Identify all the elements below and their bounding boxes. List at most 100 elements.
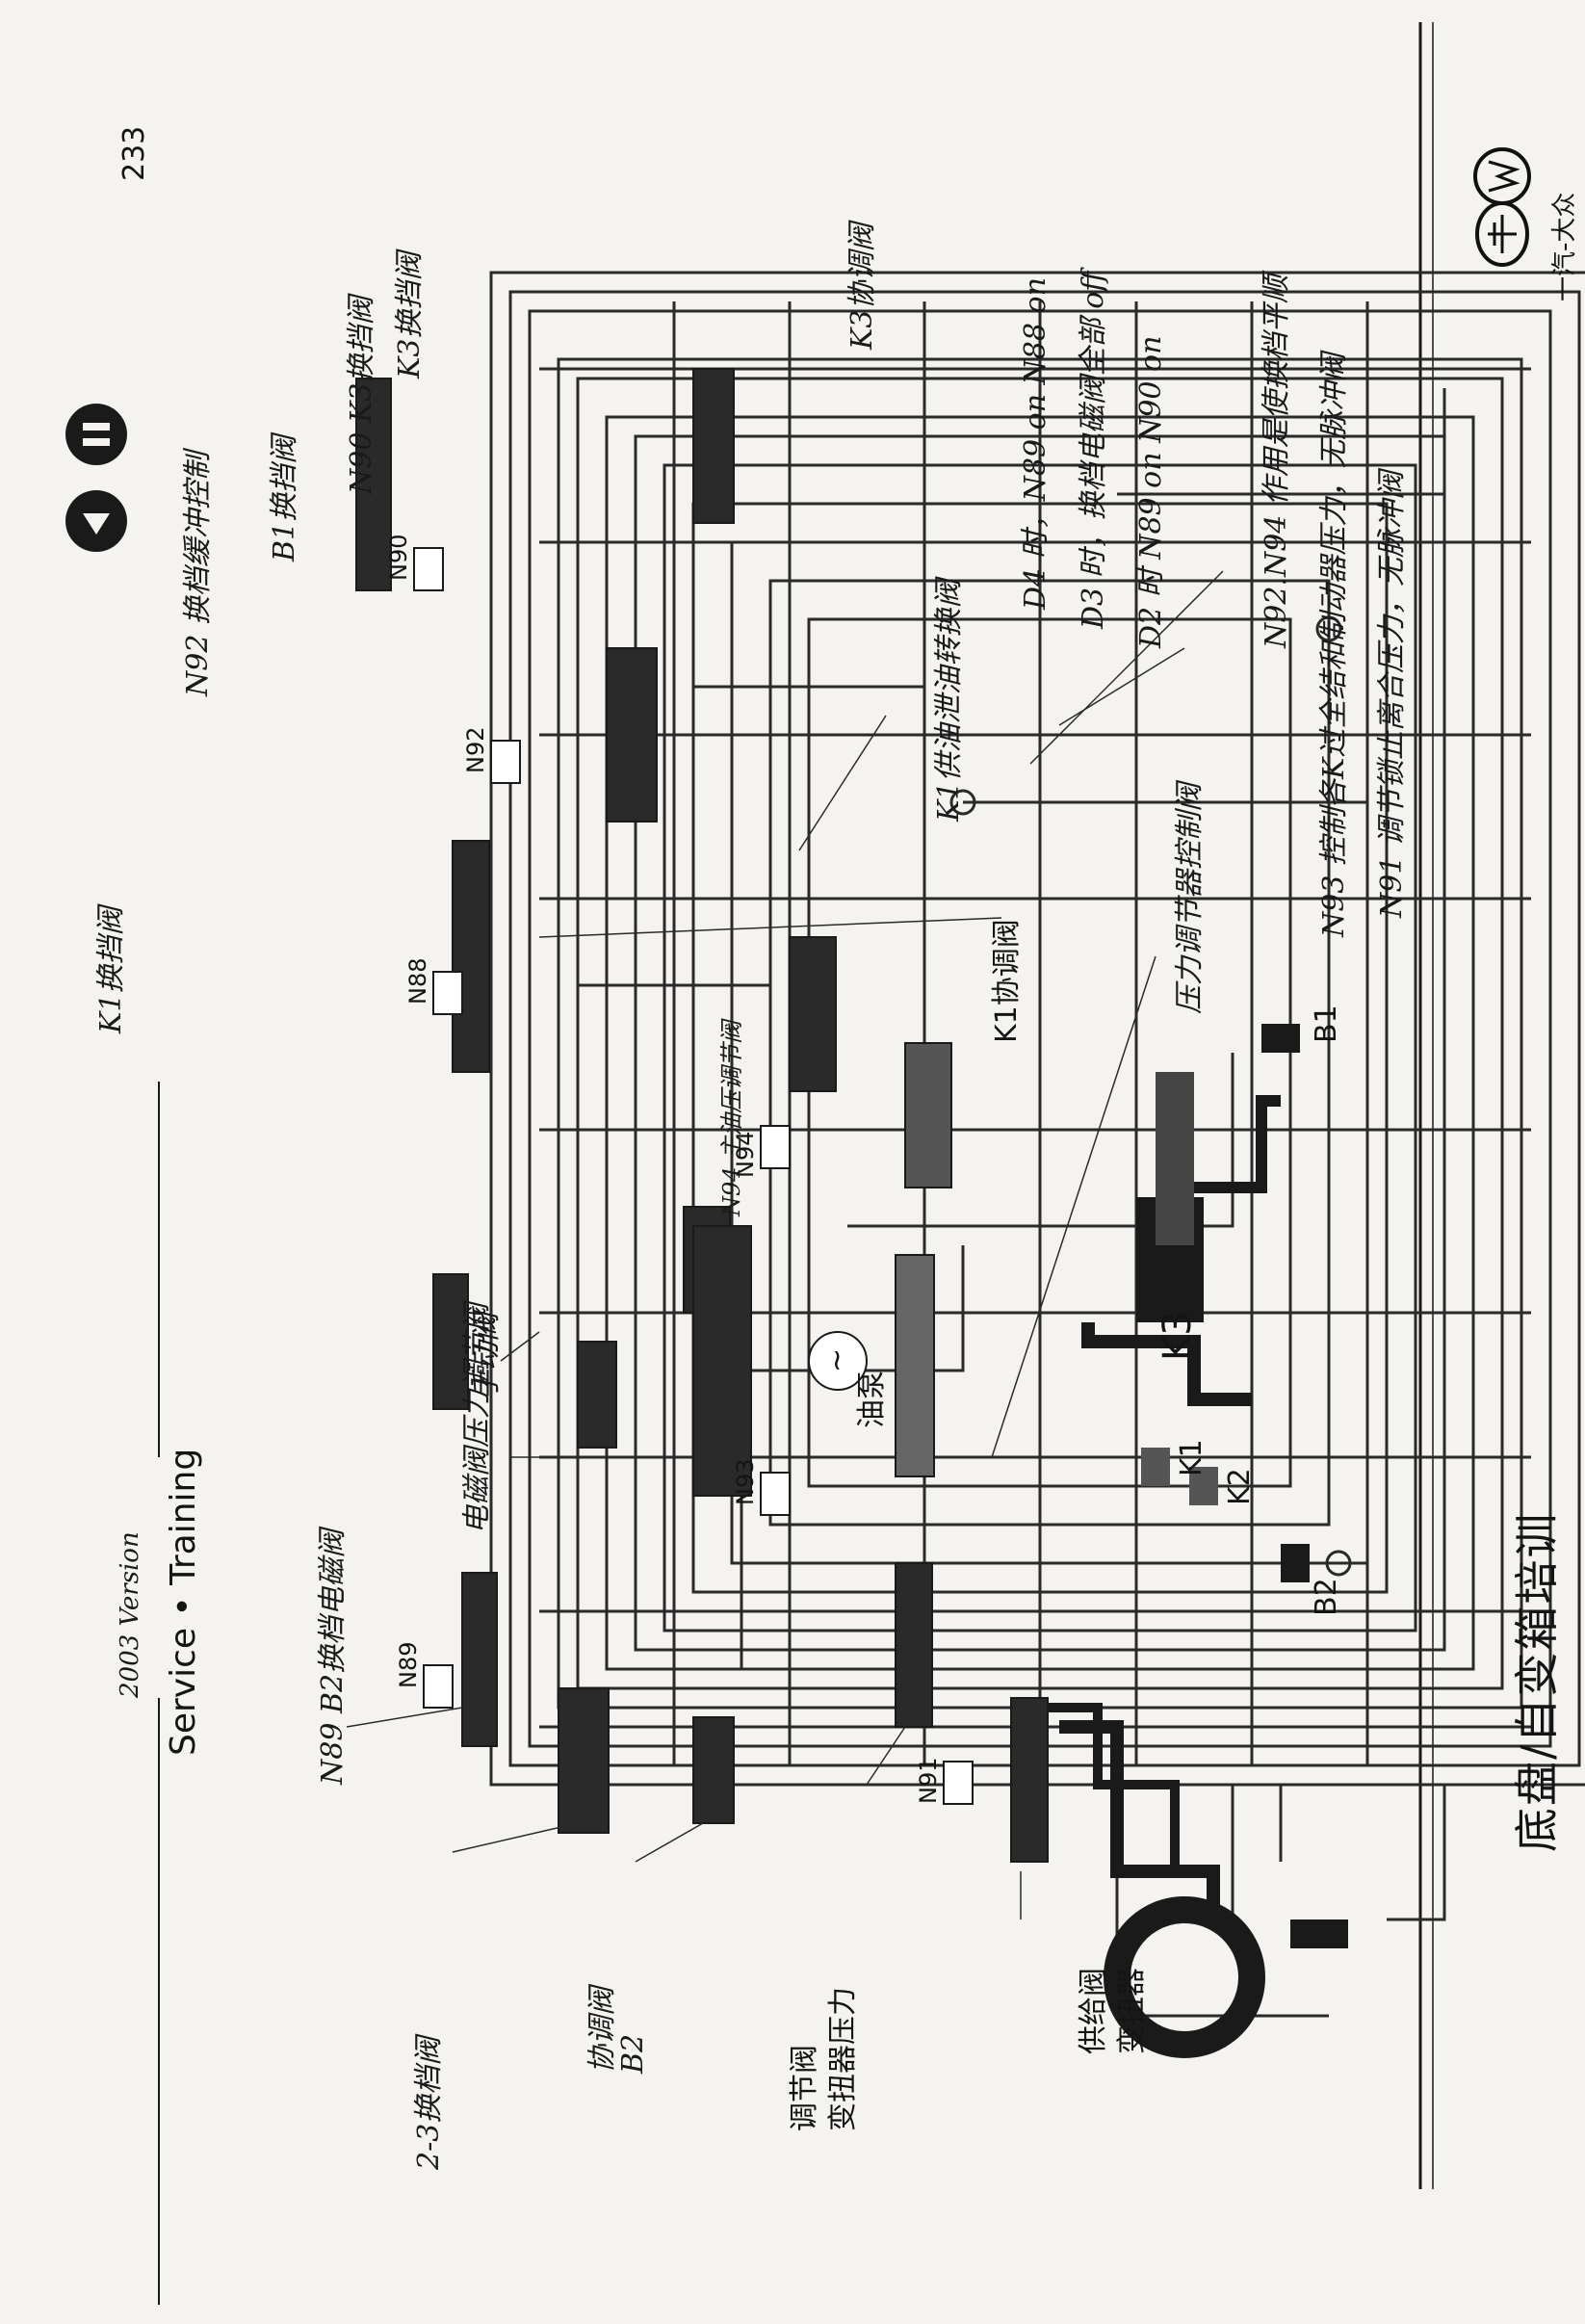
solenoid-n92-box	[490, 740, 521, 784]
k1-block	[1141, 1448, 1170, 1486]
brand-logos	[1473, 147, 1531, 267]
b1-servo	[1261, 1024, 1300, 1053]
solenoid-n91-box	[943, 1761, 974, 1805]
annot-b2-coord-2: 协调阀	[585, 1987, 619, 2074]
k1-pathway	[1040, 1703, 1180, 1871]
leader-k1-shift	[538, 917, 1002, 938]
note-d4: D4 时，N89 on N88 on	[1019, 277, 1052, 610]
leader-pressure-ctrl	[991, 955, 1156, 1458]
solenoid-boxes	[413, 547, 974, 1805]
navigation-controls	[46, 379, 143, 571]
valve-n88-shift	[452, 840, 490, 1073]
leader-n89-b2	[346, 1707, 463, 1728]
valve-b2-coordinator	[692, 1716, 735, 1824]
valve-pressure-control	[895, 1254, 935, 1477]
valve-k1-relief	[789, 936, 837, 1092]
back-icon	[83, 513, 110, 535]
section-title: 底盘/自变箱培训	[1511, 1511, 1563, 1853]
service-training-text: Service • Training	[164, 1448, 203, 1756]
label-n89: N89	[395, 1641, 422, 1689]
label-n93: N93	[732, 1458, 759, 1506]
valve-main-pressure	[692, 1225, 752, 1497]
annot-pressure-ctrl: 压力调节器控制阀	[1173, 783, 1207, 1014]
version-text: 2003 Version	[116, 1531, 144, 1698]
solenoid-n89-box	[423, 1664, 454, 1709]
solenoid-n90-box	[413, 547, 444, 591]
torque-converter-housing	[1104, 1895, 1265, 2058]
annot-tc-supply-2: 供给阀	[1077, 1968, 1110, 2054]
b2-servo	[1281, 1544, 1310, 1582]
brand-name: 一汽-大众	[1550, 192, 1579, 301]
valve-solenoid-pressure	[577, 1341, 617, 1449]
valve-tc-supply	[1010, 1697, 1049, 1863]
annot-n94-note: N94 主油压调节阀	[718, 1020, 745, 1216]
core-loop-d	[807, 617, 1292, 1488]
solenoid-n93-box	[760, 1472, 791, 1516]
header-rules	[158, 22, 1434, 2305]
core-loop-c	[768, 579, 1331, 1527]
annot-2-3: 2-3换档阀	[412, 2036, 446, 2170]
note-d3: D3 时，换档电磁阀全部 off	[1077, 271, 1110, 629]
leader-n92	[1058, 647, 1185, 726]
annot-b2-coord-1: B2	[616, 2033, 650, 2074]
back-button[interactable]	[65, 490, 127, 552]
check-ball-4	[1325, 1550, 1352, 1577]
valve-k1-coordinator	[904, 1042, 952, 1188]
label-k1: K1	[1175, 1439, 1208, 1476]
leader-k1-relief	[798, 715, 887, 851]
k3-pathway	[1081, 1322, 1252, 1406]
valve-n89	[461, 1572, 498, 1747]
annot-tc-supply-1: 变扭器	[1115, 1968, 1149, 2054]
label-n88: N88	[404, 957, 431, 1005]
label-oil-pump: 油泵	[855, 1371, 889, 1428]
page-number: 233	[117, 125, 151, 181]
annot-k3-coord: K3协调阀	[845, 222, 879, 351]
oil-pump-circle	[808, 1331, 868, 1391]
pause-button[interactable]	[65, 404, 127, 465]
annot-k3-shift: K3换挡阀	[393, 251, 427, 379]
annot-n92-ctrl: N92 换档缓冲控制	[181, 452, 215, 696]
solenoid-n88-box	[432, 971, 463, 1015]
note-d2: D2 时 N89 on N90 on	[1134, 335, 1168, 648]
annot-tc-pressure-1: 变扭器压力	[826, 1987, 860, 2131]
label-n90: N90	[385, 534, 412, 582]
valve-b1-shift	[606, 647, 658, 823]
leader-b2	[635, 1822, 704, 1863]
note-n92: N92.N94 作用是使换档平顺	[1260, 274, 1293, 648]
label-b1: B1	[1310, 1005, 1343, 1043]
label-n91: N91	[915, 1757, 942, 1805]
leader-manual	[500, 1331, 540, 1362]
check-ball-2	[949, 789, 976, 816]
pump-symbol: ~	[820, 1347, 854, 1372]
valve-tc-pressure	[895, 1562, 933, 1728]
label-k1-coord-valve: K1协调阀	[990, 919, 1024, 1043]
torque-converter-hub	[1290, 1919, 1348, 1948]
vw-logo-mark	[1488, 160, 1520, 193]
valve-2-3	[558, 1687, 610, 1834]
label-b2: B2	[1310, 1578, 1343, 1616]
vw-logo	[1473, 147, 1531, 205]
note-n93: N93 控制各K过全结和制动器压力，无脉冲阀	[1317, 353, 1351, 937]
leader-2-3	[452, 1822, 579, 1853]
valve-k3-shift	[355, 378, 392, 591]
label-n92: N92	[462, 726, 489, 774]
check-ball-3	[1315, 615, 1342, 642]
k3-valve-body	[1156, 1072, 1194, 1245]
solenoid-n94-box	[760, 1125, 791, 1169]
faw-logo-mark	[1488, 215, 1517, 253]
hydraulic-lines	[489, 271, 1585, 2018]
leader-b1-shift	[1029, 570, 1224, 765]
annot-b1-shift: B1换挡阀	[268, 434, 301, 561]
annot-tc-pressure-2: 调节阀	[788, 2045, 821, 2131]
label-k2: K2	[1223, 1468, 1257, 1505]
annot-solenoid-pressure: 电磁阀压力调节阀	[460, 1303, 494, 1534]
clutch-section	[1040, 1024, 1348, 2058]
annot-n89-b2: N89 B2换档电磁阀	[316, 1528, 350, 1785]
k2-block	[1189, 1467, 1218, 1505]
valve-k3-coordinator	[692, 368, 735, 524]
annot-n90-b1: N90 K3换挡阀	[345, 296, 378, 494]
valve-manual	[432, 1273, 469, 1410]
